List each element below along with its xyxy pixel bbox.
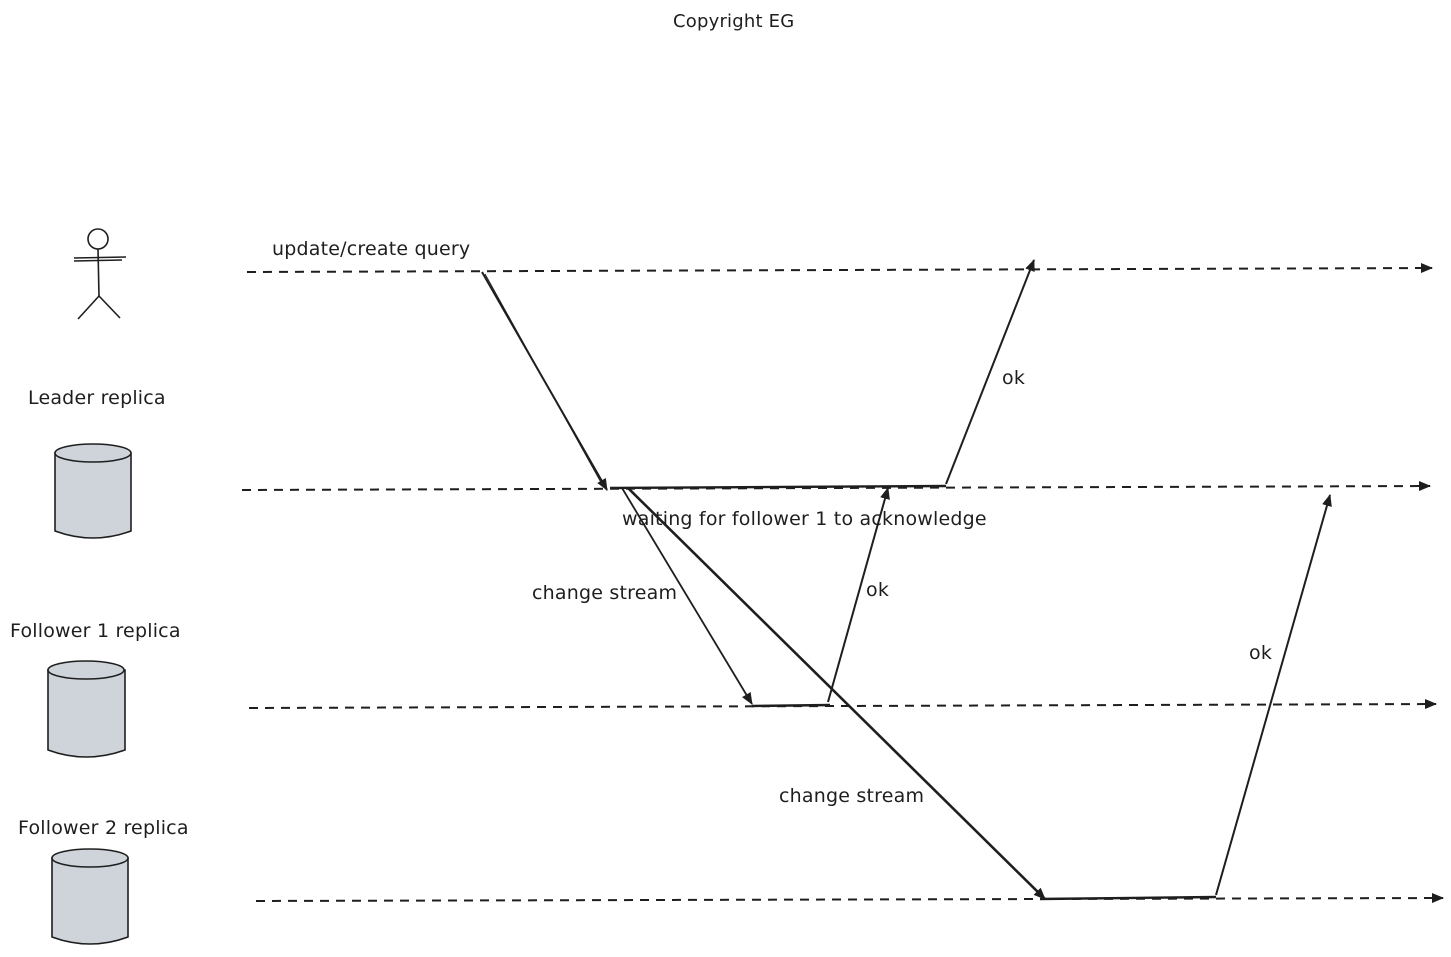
copyright-text: Copyright EG [673,11,795,32]
change-stream-2-label: change stream [779,785,925,807]
leader-lifeline [241,481,1431,492]
ok-follower2-arrow [1215,494,1332,896]
follower2-replica-label: Follower 2 replica [18,817,189,839]
change-stream-2-arrow [627,487,1046,900]
ok-follower1-arrow [827,487,890,703]
follower2-processing-bar [1039,895,1217,901]
query-arrow-sketch-stroke [484,273,604,487]
change-stream-1-arrow [621,487,753,705]
leader-waiting-bar [609,484,947,490]
follower1-lifeline [248,699,1437,710]
follower2-lifeline [255,893,1444,904]
leader-database-icon [54,443,132,539]
ok-follower1-label: ok [866,579,890,601]
ok-follower2-label: ok [1249,642,1273,664]
leader-replica-label: Leader replica [28,387,166,409]
change-stream-1-label: change stream [532,582,678,604]
follower1-replica-label: Follower 1 replica [10,620,181,642]
ok-leader-label: ok [1002,367,1026,389]
follower1-processing-bar [751,703,831,708]
waiting-message-label: waiting for follower 1 to acknowledge [622,508,987,530]
follower1-database-icon [47,660,126,758]
ok-leader-arrow [945,259,1035,485]
query-message-label: update/create query [272,238,471,260]
user-lifeline [246,263,1433,274]
stick-figure-icon [73,228,127,320]
follower2-database-icon [51,848,129,945]
